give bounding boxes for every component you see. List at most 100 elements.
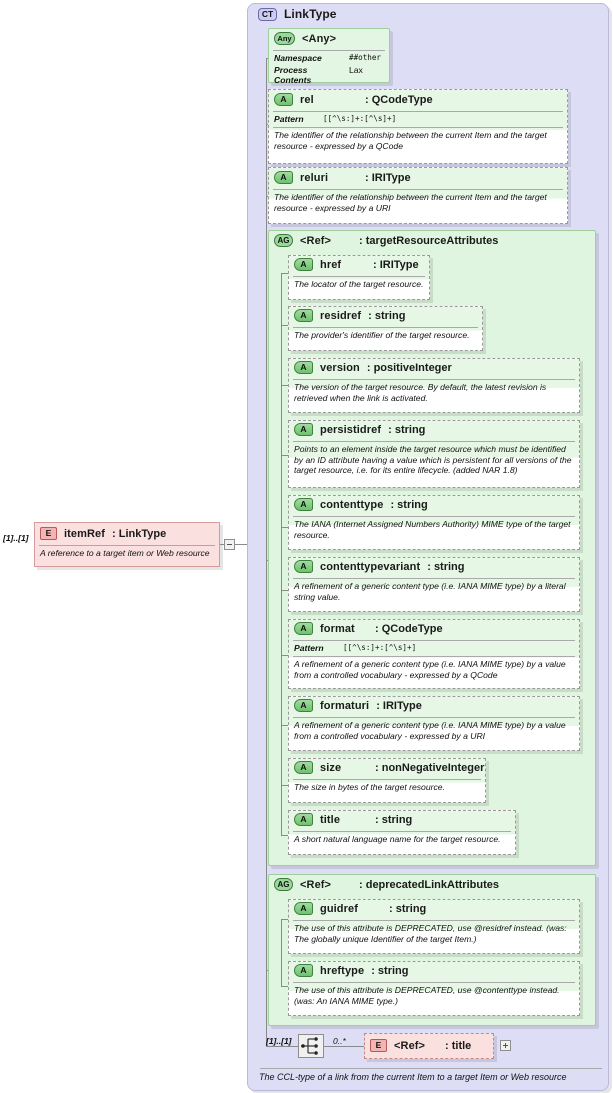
attribute-guidref-type: : string xyxy=(389,902,427,915)
connector-format xyxy=(281,655,288,656)
any-title: <Any> xyxy=(302,32,337,45)
connector-contenttype xyxy=(281,527,288,528)
element-ref-title-ref: <Ref> xyxy=(394,1039,426,1052)
attribute-hreftype-name: hreftype xyxy=(320,964,365,977)
attribute-rel[interactable]: A rel : QCodeType Pattern [[^\s:]+:[^\s]… xyxy=(268,89,568,164)
attribute-hreftype[interactable]: A hreftype : string The use of this attr… xyxy=(288,961,580,1016)
divider xyxy=(293,441,575,442)
sequence-icon[interactable] xyxy=(298,1034,324,1058)
attributegroup-target-header: AG <Ref> : targetResourceAttributes xyxy=(269,231,595,249)
element-ref-title-header: E <Ref> : title xyxy=(365,1034,493,1054)
attribute-contenttype-type: : string xyxy=(390,498,428,511)
divider xyxy=(293,276,425,277)
attribute-hreftype-doc: The use of this attribute is DEPRECATED,… xyxy=(294,985,560,1006)
connector-residref xyxy=(281,325,288,326)
attribute-guidref-doc: The use of this attribute is DEPRECATED,… xyxy=(294,923,567,944)
attribute-formaturi[interactable]: A formaturi : IRIType A refinement of a … xyxy=(288,696,580,751)
attribute-rel-header: A rel : QCodeType xyxy=(269,90,567,108)
attribute-contenttype-header: A contenttype : string xyxy=(289,496,579,513)
attribute-contenttypevariant-type: : string xyxy=(427,560,465,573)
attribute-residref-doc: The provider's identifier of the target … xyxy=(294,330,470,340)
attribute-icon: A xyxy=(274,93,293,106)
connector-sequence-child xyxy=(324,1046,364,1047)
element-icon: E xyxy=(370,1039,387,1052)
attribute-size[interactable]: A size : nonNegativeInteger The size in … xyxy=(288,758,486,803)
attribute-format-header: A format : QCodeType xyxy=(289,620,579,637)
attribute-guidref[interactable]: A guidref : string The use of this attri… xyxy=(288,899,580,954)
footer-divider xyxy=(260,1068,602,1069)
attribute-contenttypevariant-doc: A refinement of a generic content type (… xyxy=(294,581,566,602)
divider xyxy=(273,111,563,112)
complextype-title: LinkType xyxy=(284,7,337,21)
attribute-reluri-doc: The identifier of the relationship betwe… xyxy=(274,192,547,213)
attributegroup-target-ref: <Ref> xyxy=(300,234,332,247)
any-particle[interactable]: Any <Any> Namespace ##other Process Cont… xyxy=(268,28,390,86)
facet-label: Process Contents xyxy=(274,65,312,85)
attribute-contenttype-name: contenttype xyxy=(320,498,384,511)
attribute-contenttypevariant[interactable]: A contenttypevariant : string A refineme… xyxy=(288,557,580,612)
attribute-hreftype-type: : string xyxy=(371,964,409,977)
attribute-rel-type: : QCodeType xyxy=(365,93,433,106)
attribute-format-doc: A refinement of a generic content type (… xyxy=(294,659,566,680)
attribute-icon: A xyxy=(294,498,313,511)
divider xyxy=(293,516,575,517)
element-itemref[interactable]: E itemRef : LinkType A reference to a ta… xyxy=(34,522,220,567)
attribute-href-doc: The locator of the target resource. xyxy=(294,279,424,289)
itemref-collapse-toggle[interactable] xyxy=(224,539,235,550)
attribute-contenttype-doc: The IANA (Internet Assigned Numbers Auth… xyxy=(294,519,571,540)
any-header: Any <Any> xyxy=(269,29,389,47)
attribute-formaturi-doc: A refinement of a generic content type (… xyxy=(294,720,566,741)
group-target-trunk xyxy=(281,273,282,835)
attribute-format-type: : QCodeType xyxy=(375,622,443,635)
element-ref-title[interactable]: E <Ref> : title xyxy=(364,1033,494,1059)
attributegroup-target-type: : targetResourceAttributes xyxy=(359,234,499,247)
complextype-icon: CT xyxy=(258,7,277,21)
any-facet-namespace: Namespace ##other xyxy=(269,51,389,64)
attribute-residref[interactable]: A residref : string The provider's ident… xyxy=(288,306,483,351)
divider xyxy=(273,127,563,128)
attributegroup-icon: AG xyxy=(274,878,293,891)
attribute-formaturi-name: formaturi xyxy=(320,699,370,712)
attribute-href[interactable]: A href : IRIType The locator of the targ… xyxy=(288,255,430,300)
attribute-format[interactable]: A format : QCodeType Pattern [[^\s:]+:[^… xyxy=(288,619,580,689)
facet-value: Lax xyxy=(349,65,363,75)
attribute-title-header: A title : string xyxy=(289,811,515,828)
attribute-formaturi-header: A formaturi : IRIType xyxy=(289,697,579,714)
attribute-persistidref[interactable]: A persistidref : string Points to an ele… xyxy=(288,420,580,488)
attributegroup-deprecated-ref: <Ref> xyxy=(300,878,332,891)
connector-size xyxy=(281,785,288,786)
trunk-line xyxy=(266,58,267,1046)
attribute-title-type: : string xyxy=(375,813,413,826)
divider xyxy=(293,982,575,983)
divider xyxy=(293,717,575,718)
connector-href xyxy=(281,273,288,274)
element-ref-title-type: : title xyxy=(445,1039,472,1052)
attribute-title[interactable]: A title : string A short natural languag… xyxy=(288,810,516,855)
connector-title-attr xyxy=(281,835,288,836)
ref-title-cardinality: 0..* xyxy=(333,1036,346,1046)
attribute-icon: A xyxy=(294,622,313,635)
connector-version xyxy=(281,385,288,386)
connector-hreftype xyxy=(281,986,288,987)
attribute-contenttype[interactable]: A contenttype : string The IANA (Interne… xyxy=(288,495,580,550)
attribute-size-type: : nonNegativeInteger xyxy=(375,761,485,774)
attribute-icon: A xyxy=(294,964,313,977)
divider xyxy=(293,779,481,780)
attribute-version[interactable]: A version : positiveInteger The version … xyxy=(288,358,580,413)
ref-title-expand-toggle[interactable] xyxy=(500,1040,511,1051)
element-itemref-type: : LinkType xyxy=(112,527,167,540)
attribute-icon: A xyxy=(294,902,313,915)
facet-value: [[^\s:]+:[^\s]+] xyxy=(343,643,417,652)
divider xyxy=(293,640,575,641)
attribute-rel-doc: The identifier of the relationship betwe… xyxy=(274,130,547,151)
element-itemref-doc: A reference to a target item or Web reso… xyxy=(40,548,210,558)
connector-contenttypevariant xyxy=(281,590,288,591)
attribute-reluri[interactable]: A reluri : IRIType The identifier of the… xyxy=(268,167,568,224)
any-facet-process-contents: Process Contents Lax xyxy=(269,64,389,86)
group-deprecated-trunk xyxy=(281,919,282,986)
attribute-residref-type: : string xyxy=(368,309,406,322)
attribute-icon: A xyxy=(274,171,293,184)
divider xyxy=(293,327,478,328)
attribute-icon: A xyxy=(294,361,313,374)
